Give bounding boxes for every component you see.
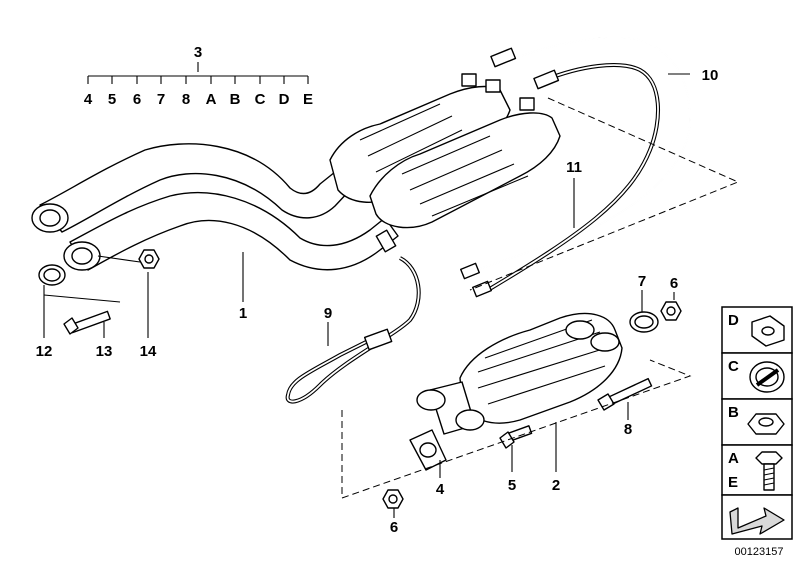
label-6-upper: 6 [670,275,678,292]
label-12: 12 [36,343,53,360]
hex-flange-nut-icon [751,315,785,347]
nut-6-upper[interactable] [660,301,682,321]
label-13: 13 [96,343,113,360]
nut-14[interactable] [138,249,160,269]
gasket-4[interactable] [409,429,447,471]
gasket-ring-12[interactable] [38,264,66,286]
nut-6-lower[interactable] [382,489,404,509]
kit-item-b: B [230,91,241,108]
bolt-8[interactable] [597,377,653,411]
hex-nut-icon [747,413,785,435]
oxygen-sensor-short-cable[interactable] [472,63,660,298]
bolt-5[interactable] [499,425,533,449]
clamp-ring-icon [749,361,785,393]
label-1: 1 [239,305,247,322]
legend-letter-a: A [728,450,739,467]
label-8: 8 [624,421,632,438]
kit-item-6: 6 [133,91,141,108]
label-10: 10 [702,67,719,84]
legend-letter-b: B [728,404,739,421]
legend-item-c[interactable]: C [721,352,793,400]
legend-letter-c: C [728,358,739,375]
part-labels: 3 4 5 6 7 8 A B C D E 1 12 13 14 9 10 11… [36,44,719,536]
kit-item-d: D [279,91,290,108]
document-number: 00123157 [735,546,784,558]
legend-item-a-e[interactable]: A E [721,444,793,496]
bolt-13[interactable] [63,310,111,335]
kit-item-5: 5 [108,91,116,108]
gasket-ring-7[interactable] [629,311,659,333]
leader-lines [43,62,740,518]
oxygen-sensor-9[interactable] [285,256,421,404]
kit-item-4: 4 [84,91,93,108]
label-9: 9 [324,305,332,322]
catalytic-converter-2[interactable] [416,312,623,435]
legend-letter-e: E [728,474,738,491]
fastener-legend: D C B A [721,306,793,540]
front-pipe-with-catalytic-converters[interactable] [31,73,561,271]
hex-bolt-icon [755,451,783,491]
label-5: 5 [508,477,516,494]
legend-item-arrow[interactable] [721,494,793,540]
label-7: 7 [638,273,646,290]
label-6-lower: 6 [390,519,398,536]
arrow-icon [729,507,785,535]
kit-item-8: 8 [182,91,190,108]
kit-item-7: 7 [157,91,165,108]
legend-letter-d: D [728,312,739,329]
label-4: 4 [436,481,445,498]
label-2: 2 [552,477,560,494]
legend-item-d[interactable]: D [721,306,793,354]
label-14: 14 [140,343,157,360]
kit-item-a: A [206,91,217,108]
label-11: 11 [566,159,582,176]
label-3: 3 [194,44,202,61]
kit-item-e: E [303,91,313,108]
kit-item-c: C [255,91,266,108]
legend-item-b[interactable]: B [721,398,793,446]
oxygen-sensor-long-cable[interactable] [460,36,691,280]
